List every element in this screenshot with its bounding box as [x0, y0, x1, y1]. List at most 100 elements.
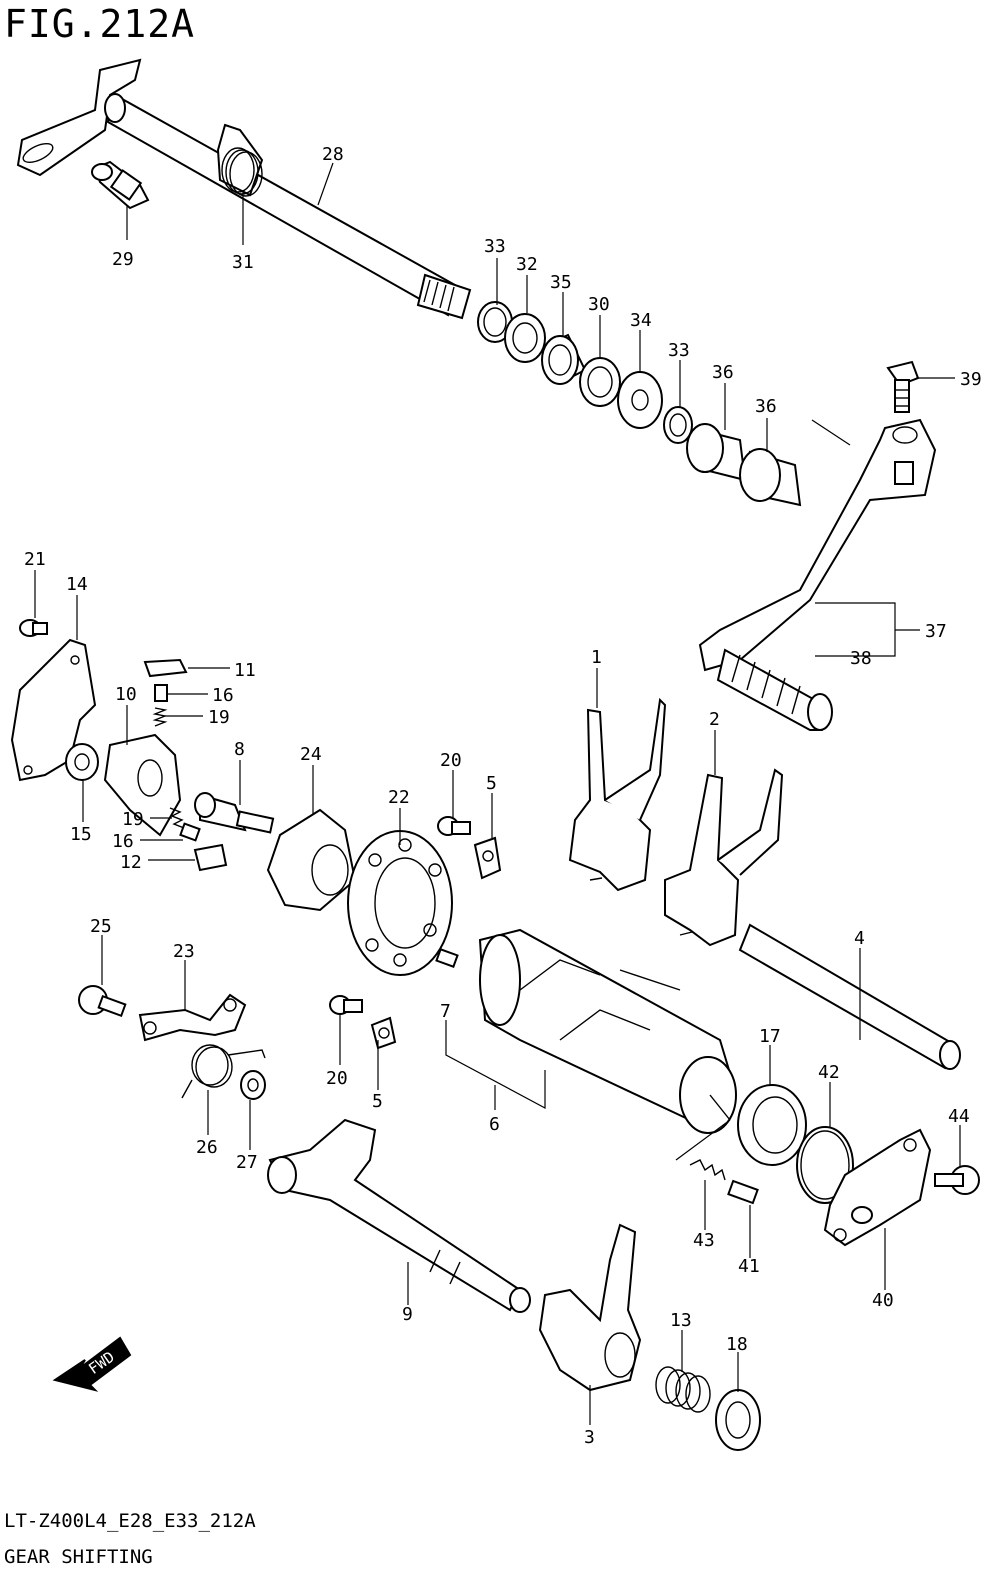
callout-39: 39	[960, 369, 982, 390]
part-18-oil-seal	[715, 1389, 761, 1451]
part-32-seal	[504, 313, 546, 363]
callout-11: 11	[234, 660, 256, 681]
callout-30: 30	[588, 294, 610, 315]
callout-5: 5	[486, 773, 497, 794]
callout-23: 23	[173, 941, 195, 962]
part-28-gearshift-shaft	[16, 58, 472, 320]
part-12-pawl	[193, 843, 228, 872]
callout-10: 10	[115, 684, 137, 705]
callout-36b: 36	[755, 396, 777, 417]
part-3-shift-fork	[538, 1223, 642, 1392]
callout-20b: 20	[326, 1068, 348, 1089]
callout-28: 28	[322, 144, 344, 165]
callout-16b: 16	[112, 831, 134, 852]
leader-lines	[34, 162, 961, 1425]
callout-32: 32	[516, 254, 538, 275]
callout-40: 40	[872, 1290, 894, 1311]
callout-8: 8	[234, 739, 245, 760]
callout-12: 12	[120, 852, 142, 873]
part-2-shift-fork	[664, 768, 784, 947]
callout-3: 3	[584, 1427, 595, 1448]
part-19-spring-a	[152, 707, 168, 727]
callout-5b: 5	[372, 1091, 383, 1112]
part-40-gear-position-switch	[823, 1128, 932, 1247]
callout-33b: 33	[668, 340, 690, 361]
part-11-pawl	[143, 658, 188, 678]
figure-title: FIG.212A	[4, 2, 196, 46]
part-16-pin-b	[179, 822, 201, 842]
callout-16: 16	[212, 685, 234, 706]
callout-21: 21	[24, 549, 46, 570]
fwd-arrow-icon: FWD	[52, 1336, 132, 1392]
part-34-washer	[617, 371, 663, 429]
part-29-bolt	[91, 160, 150, 210]
part-20-screw-lower	[329, 995, 363, 1015]
callout-1: 1	[591, 647, 602, 668]
part-36-bush-b	[739, 448, 802, 507]
callout-44: 44	[948, 1106, 970, 1127]
callout-7: 7	[440, 1001, 451, 1022]
part-30-oil-seal	[579, 357, 621, 407]
part-44-bolt	[934, 1165, 980, 1195]
callout-25: 25	[90, 916, 112, 937]
callout-19: 19	[208, 707, 230, 728]
callout-20: 20	[440, 750, 462, 771]
callout-34: 34	[630, 310, 652, 331]
callout-33: 33	[484, 236, 506, 257]
figure-caption: GEAR SHIFTING	[4, 1546, 153, 1568]
part-8-pin-bolt	[194, 792, 275, 834]
part-1-shift-fork	[568, 697, 667, 892]
callout-35: 35	[550, 272, 572, 293]
part-9-shift-shaft	[267, 1118, 531, 1313]
callout-29: 29	[112, 249, 134, 270]
part-15-washer	[65, 743, 99, 781]
part-35-needle-bearing	[541, 333, 587, 385]
callout-19b: 19	[122, 809, 144, 830]
part-20-screw-upper	[437, 816, 471, 836]
part-42-o-ring	[796, 1126, 854, 1204]
callout-14: 14	[66, 574, 88, 595]
callout-15: 15	[70, 824, 92, 845]
callout-36: 36	[712, 362, 734, 383]
part-27-washer	[240, 1070, 266, 1100]
callout-31: 31	[232, 252, 254, 273]
callout-27: 27	[236, 1152, 258, 1173]
callout-9: 9	[402, 1304, 413, 1325]
part-38-pedal-rubber	[716, 648, 833, 731]
part-26-return-spring	[181, 1044, 266, 1099]
part-5-stopper-upper	[473, 836, 502, 880]
callout-6: 6	[489, 1114, 500, 1135]
callout-42: 42	[818, 1062, 840, 1083]
part-14-plate	[10, 638, 97, 782]
part-13-spring	[655, 1366, 711, 1413]
callout-13: 13	[670, 1310, 692, 1331]
part-43-spring	[689, 1159, 726, 1181]
part-4-fork-shaft	[738, 923, 961, 1070]
part-25-bolt	[78, 985, 127, 1018]
part-16-pin-a	[154, 684, 168, 702]
callout-22: 22	[388, 787, 410, 808]
part-5-stopper-lower	[370, 1016, 397, 1050]
part-41-pin	[727, 1179, 759, 1205]
callout-41: 41	[738, 1256, 760, 1277]
callout-38: 38	[850, 648, 872, 669]
callout-labels: 28 29 31 33 32 35 30 34 33 36 36 39 37 3…	[24, 144, 982, 1448]
model-code: LT-Z400L4_E28_E33_212A	[4, 1510, 256, 1532]
part-7-pin	[435, 948, 459, 968]
part-22-bearing	[347, 830, 453, 976]
part-24-cam-driven-gear	[266, 808, 357, 912]
part-31-spring	[216, 123, 264, 197]
part-19-spring-b	[169, 807, 185, 829]
callout-2: 2	[709, 709, 720, 730]
part-23-cam-stopper-plate	[138, 993, 247, 1042]
callout-43: 43	[693, 1230, 715, 1251]
part-36-bush-a	[686, 423, 747, 482]
callout-24: 24	[300, 744, 322, 765]
part-33-circlip-b	[663, 406, 693, 444]
part-39-bolt	[886, 360, 920, 413]
callout-18: 18	[726, 1334, 748, 1355]
part-17-needle-bearing	[737, 1084, 807, 1166]
callout-37: 37	[925, 621, 947, 642]
callout-26: 26	[196, 1137, 218, 1158]
